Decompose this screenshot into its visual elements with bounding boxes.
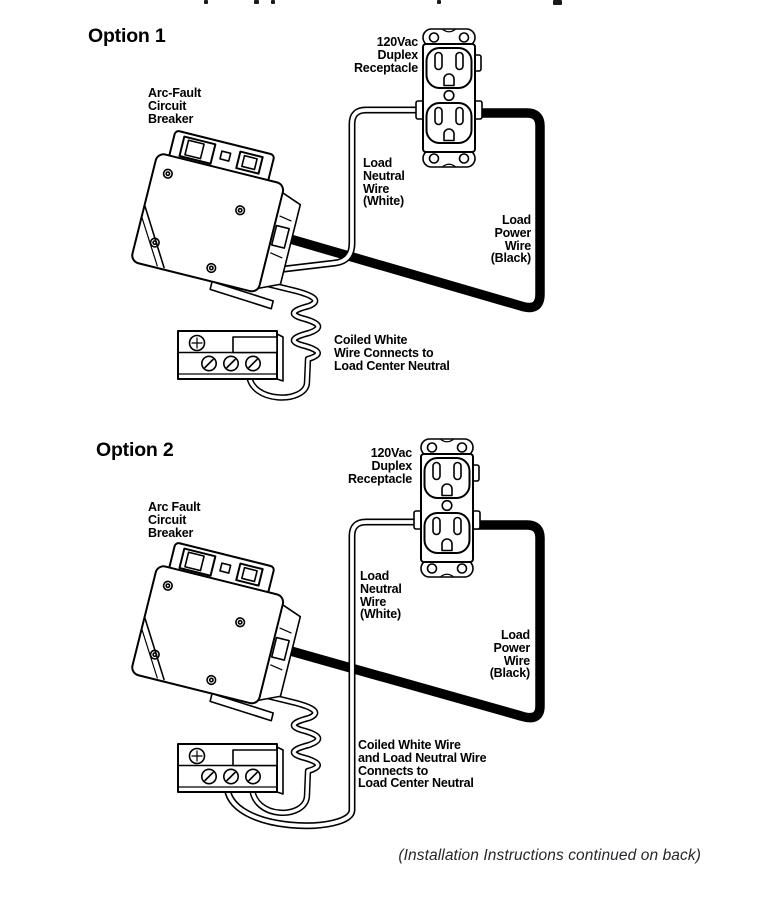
cropped-text-fragment (254, 0, 259, 4)
option1-coil-label: Coiled White Wire Connects to Load Cente… (334, 333, 450, 373)
option2-coiled-wire (241, 688, 320, 815)
cropped-text-fragment (204, 0, 208, 4)
option2-title: Option 2 (96, 439, 174, 461)
option2-duplex-receptacle (413, 438, 481, 578)
option1-diagram (126, 28, 545, 401)
option2-load-neutral-label: Load Neutral Wire (White) (360, 569, 402, 622)
cropped-text-fragment (553, 0, 562, 5)
option2-load-neutral-wire (225, 520, 416, 828)
option2-load-power-label: Load Power Wire (Black) (489, 628, 530, 681)
cropped-text-fragment (271, 0, 275, 4)
option2-diagram (126, 438, 545, 830)
option2-neutral-bar (177, 743, 284, 795)
option1-title: Option 1 (88, 25, 166, 47)
option1-load-power-label: Load Power Wire (Black) (490, 213, 531, 266)
option2-breaker-label: Arc Fault Circuit Breaker (148, 500, 201, 540)
footer-note: (Installation Instructions continued on … (398, 847, 701, 864)
option1-load-neutral-label: Load Neutral Wire (White) (363, 156, 405, 209)
option1-coiled-wire (241, 276, 320, 400)
option2-receptacle-label: 120Vac Duplex Receptacle (347, 446, 412, 486)
cropped-text-fragment (437, 0, 441, 4)
option1-breaker-label: Arc-Fault Circuit Breaker (148, 86, 202, 126)
option1-load-power-wire (268, 108, 545, 313)
option1-load-neutral-wire (257, 108, 418, 274)
option1-neutral-bar (177, 330, 284, 382)
option1-circuit-breaker (126, 126, 312, 311)
option2-coil-label: Coiled White Wire and Load Neutral Wire … (358, 738, 487, 791)
option2-load-power-wire (268, 520, 545, 723)
option1-duplex-receptacle (415, 28, 483, 168)
option2-circuit-breaker (126, 538, 312, 723)
option1-receptacle-label: 120Vac Duplex Receptacle (353, 35, 418, 75)
